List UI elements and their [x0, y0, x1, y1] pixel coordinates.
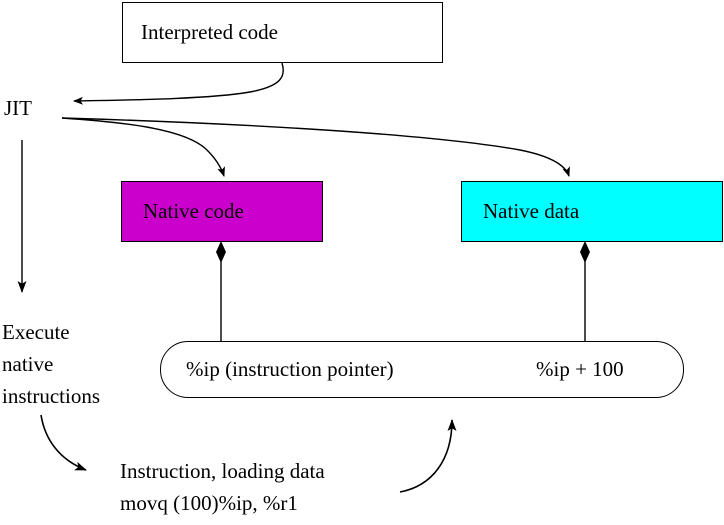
label-execute-line1: Execute: [2, 320, 70, 344]
node-interpreted-code-label: Interpreted code: [141, 20, 279, 44]
ip-offset-label: %ip + 100: [536, 357, 624, 381]
edge-jit-to-native-data: [61, 117, 570, 177]
node-native-data[interactable]: Native data: [461, 181, 723, 242]
node-interpreted-code[interactable]: Interpreted code: [122, 2, 443, 63]
edge-interpreted-code-to-jit: [73, 62, 284, 105]
label-instruction-line2: movq (100)%ip, %r1: [120, 491, 298, 515]
node-native-code[interactable]: Native code: [121, 181, 323, 242]
edge-jit-to-native-code: [61, 117, 225, 177]
edge-execute-to-instruction: [40, 414, 87, 471]
node-native-code-label: Native code: [143, 199, 244, 223]
label-execute-line2: native: [2, 352, 54, 376]
label-execute-line3: instructions: [2, 384, 100, 408]
label-instruction-line1: Instruction, loading data: [120, 459, 325, 483]
diamond-head-native-code: [216, 241, 226, 263]
ip-pointer-label: %ip (instruction pointer): [186, 357, 394, 381]
label-jit: JIT: [4, 96, 32, 120]
node-native-data-label: Native data: [483, 199, 580, 223]
diamond-head-native-data: [580, 241, 590, 263]
edge-instruction-to-ip-row: [399, 419, 457, 493]
node-ip-row[interactable]: %ip (instruction pointer) %ip + 100: [160, 341, 684, 398]
